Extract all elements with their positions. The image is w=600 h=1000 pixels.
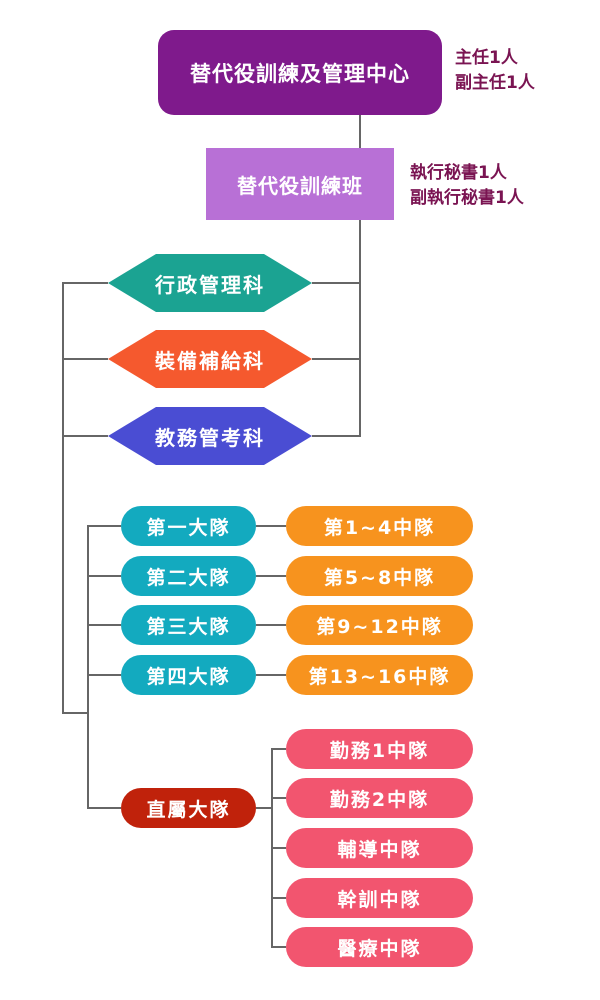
companies-1: 第1~4中隊 [286, 506, 473, 546]
center-staff: 主任1人 副主任1人 [455, 46, 535, 96]
connector [256, 525, 286, 527]
connector [271, 797, 286, 799]
connector [256, 807, 272, 809]
connector [87, 525, 89, 809]
class-staff: 執行秘書1人 副執行秘書1人 [410, 161, 524, 211]
staff-line: 主任1人 [455, 48, 518, 68]
battalion-1: 第一大隊 [121, 506, 256, 546]
staff-line: 副執行秘書1人 [410, 188, 524, 208]
connector [312, 282, 360, 284]
companies-4: 第13~16中隊 [286, 655, 473, 695]
connector [256, 575, 286, 577]
direct-company: 勤務1中隊 [286, 729, 473, 769]
battalion-2: 第二大隊 [121, 556, 256, 596]
connector [271, 897, 286, 899]
connector [256, 674, 286, 676]
connector [359, 220, 361, 437]
direct-company: 勤務2中隊 [286, 778, 473, 818]
connector [62, 712, 88, 714]
connector [62, 282, 108, 284]
connector [271, 946, 286, 948]
staff-line: 副主任1人 [455, 73, 535, 93]
connector [271, 748, 286, 750]
connector [87, 624, 121, 626]
center-box: 替代役訓練及管理中心 [158, 30, 442, 115]
class-box: 替代役訓練班 [206, 148, 394, 220]
section-supply: 裝備補給科 [108, 330, 312, 388]
connector [87, 807, 121, 809]
connector [256, 624, 286, 626]
direct-company: 輔導中隊 [286, 828, 473, 868]
companies-2: 第5~8中隊 [286, 556, 473, 596]
companies-3: 第9~12中隊 [286, 605, 473, 645]
direct-company: 幹訓中隊 [286, 878, 473, 918]
connector [312, 435, 360, 437]
connector [87, 525, 121, 527]
connector [62, 282, 64, 714]
connector [359, 115, 361, 148]
battalion-4: 第四大隊 [121, 655, 256, 695]
connector [271, 847, 286, 849]
battalion-direct: 直屬大隊 [121, 788, 256, 828]
connector [87, 575, 121, 577]
direct-company: 醫療中隊 [286, 927, 473, 967]
connector [87, 674, 121, 676]
section-education: 教務管考科 [108, 407, 312, 465]
staff-line: 執行秘書1人 [410, 163, 507, 183]
section-admin: 行政管理科 [108, 254, 312, 312]
connector [62, 435, 108, 437]
connector [312, 358, 360, 360]
connector [62, 358, 108, 360]
battalion-3: 第三大隊 [121, 605, 256, 645]
